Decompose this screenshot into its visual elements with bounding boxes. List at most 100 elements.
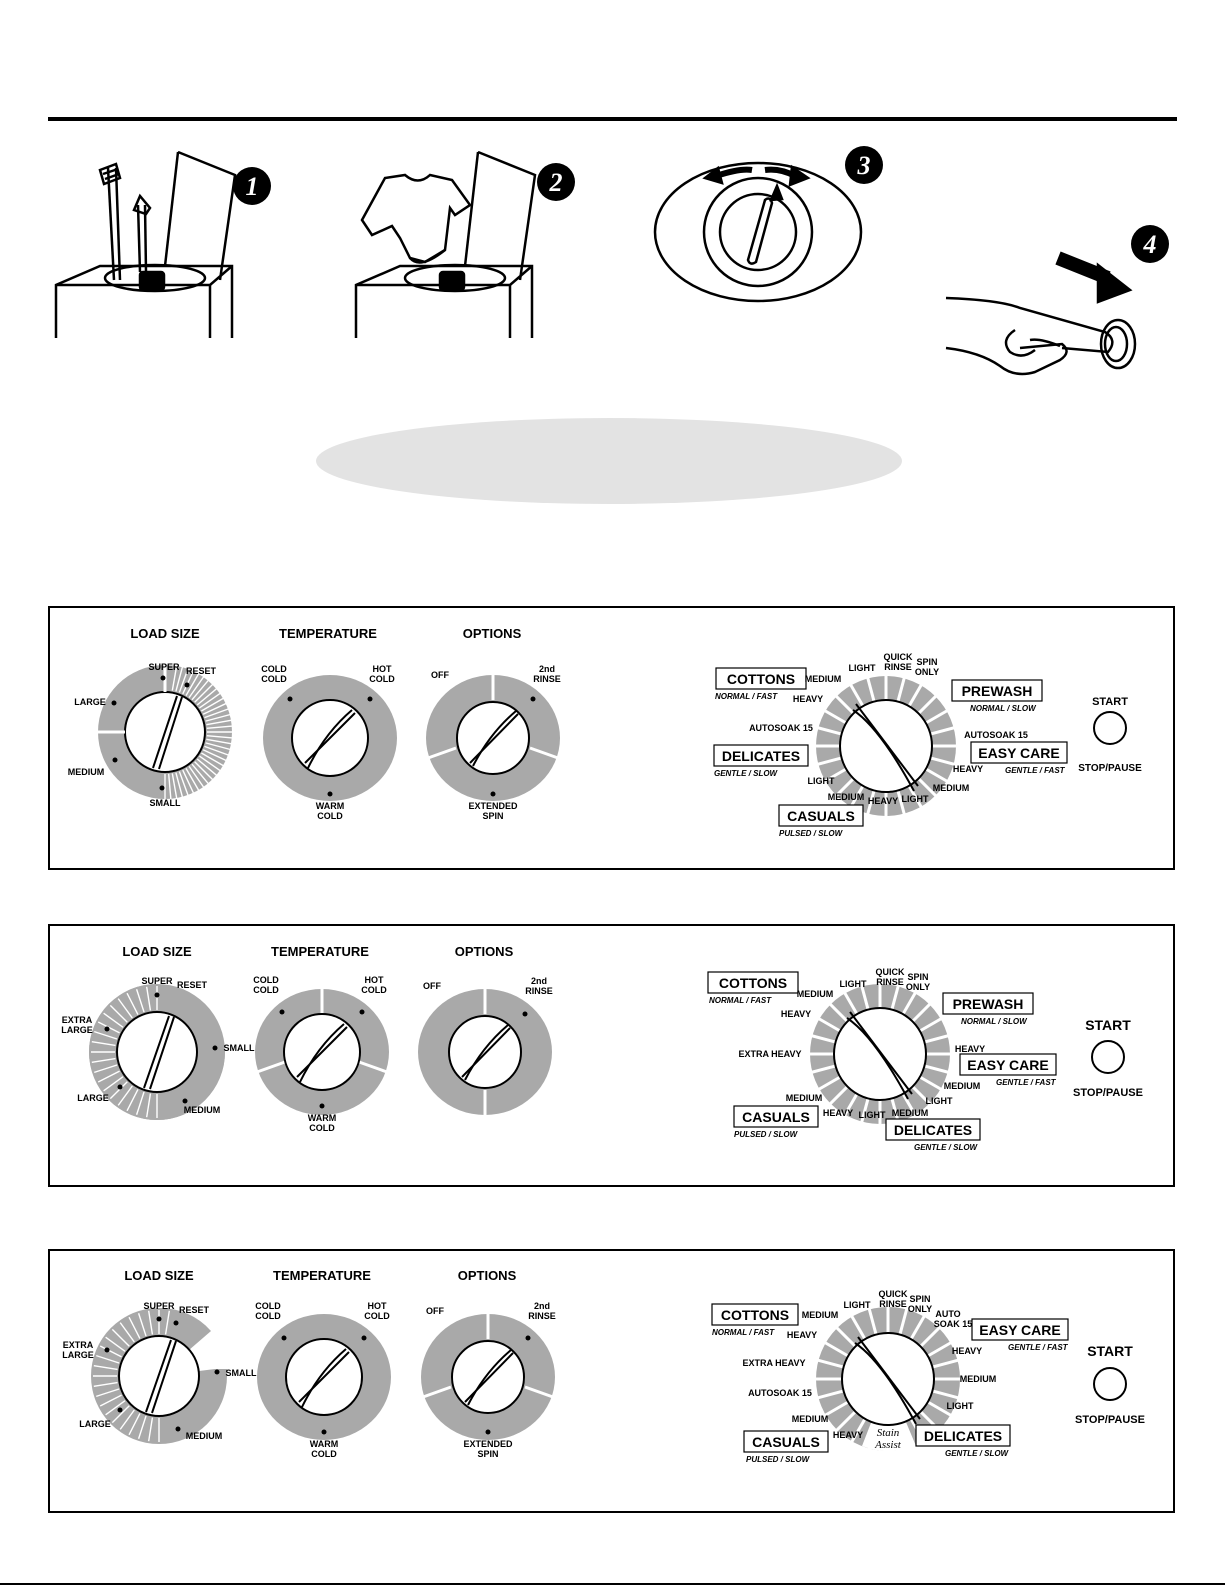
svg-text:EXTRA HEAVY: EXTRA HEAVY <box>742 1358 805 1368</box>
svg-text:GENTLE / SLOW: GENTLE / SLOW <box>945 1449 1010 1458</box>
start-stop-button[interactable]: START STOP/PAUSE <box>1075 1343 1145 1426</box>
cycle-group-casuals: CASUALS PULSED / SLOW <box>733 1105 819 1139</box>
svg-text:OFF: OFF <box>426 1306 444 1316</box>
svg-text:OPTIONS: OPTIONS <box>458 1268 517 1283</box>
tick-mark <box>164 1310 171 1335</box>
svg-text:RINSE: RINSE <box>879 1299 907 1309</box>
cycle-segments <box>814 1305 962 1453</box>
svg-text:COLD: COLD <box>255 1301 281 1311</box>
segment-divider <box>932 1358 960 1369</box>
svg-text:HEAVY: HEAVY <box>955 1044 985 1054</box>
tick-mark <box>182 769 197 798</box>
cycle-dial[interactable] <box>808 982 952 1126</box>
cycle-group-easy-care: EASY CARE GENTLE / FAST <box>970 741 1068 775</box>
temperature-dial[interactable]: TEMPERATURE COLD COLD HOT COLD WARM COLD <box>261 626 397 821</box>
tick-mark <box>103 1012 124 1028</box>
options-dial[interactable]: OPTIONS OFF 2nd RINSE EXTENDED SPIN <box>426 626 561 821</box>
tick-mark <box>111 1405 130 1424</box>
tick-mark <box>147 1310 154 1335</box>
svg-text:START: START <box>1087 1343 1133 1359</box>
svg-text:RESET: RESET <box>179 1305 210 1315</box>
cycle-group-prewash: PREWASH NORMAL / SLOW <box>951 679 1043 713</box>
cycle-dial[interactable] <box>814 674 958 818</box>
segment-divider <box>867 1423 878 1451</box>
svg-text:LOAD SIZE: LOAD SIZE <box>122 944 192 959</box>
segment-divider <box>834 694 855 715</box>
svg-text:PREWASH: PREWASH <box>953 996 1024 1012</box>
segment-divider <box>911 1002 932 1023</box>
svg-text:WARM: WARM <box>316 801 345 811</box>
load-size-fine-ticks <box>91 986 158 1118</box>
svg-text:TEMPERATURE: TEMPERATURE <box>273 1268 371 1283</box>
start-stop-button[interactable]: START STOP/PAUSE <box>1078 696 1142 774</box>
svg-text:AUTOSOAK 15: AUTOSOAK 15 <box>749 723 813 733</box>
svg-text:LOAD SIZE: LOAD SIZE <box>124 1268 194 1283</box>
tick-mark <box>206 718 237 726</box>
start-stop-button[interactable]: START STOP/PAUSE <box>1073 1017 1143 1099</box>
tick-mark <box>194 761 217 784</box>
tick-mark <box>199 690 225 709</box>
segment-divider <box>930 725 956 736</box>
svg-text:DELICATES: DELICATES <box>722 748 800 764</box>
segment-divider <box>848 682 865 707</box>
tick-mark <box>191 763 212 788</box>
tick-mark <box>128 1316 141 1339</box>
load-size-dial[interactable]: LOAD SIZE EXTRA LARGE SUPER RESET SMALL … <box>61 944 255 1120</box>
options-dial[interactable]: OPTIONS OFF 2nd RINSE EXTENDED SPIN <box>421 1268 556 1459</box>
svg-text:2nd: 2nd <box>534 1301 550 1311</box>
svg-text:HEAVY: HEAVY <box>793 694 823 704</box>
svg-text:NORMAL / SLOW: NORMAL / SLOW <box>961 1017 1028 1026</box>
load-size-dial[interactable]: LOAD SIZE LARGE SUPER RESET MEDIUM SMALL <box>68 626 237 808</box>
tick-mark <box>178 771 191 800</box>
cycle-labels: MEDIUM LIGHT QUICK RINSE SPIN ONLY HEAVY… <box>738 967 985 1120</box>
svg-text:RINSE: RINSE <box>884 662 912 672</box>
step-2-badge: 2 <box>537 163 575 201</box>
svg-text:SUPER: SUPER <box>143 1301 175 1311</box>
svg-text:QUICK: QUICK <box>884 652 914 662</box>
svg-text:MEDIUM: MEDIUM <box>802 1310 839 1320</box>
tick-mark <box>202 749 231 764</box>
temperature-dial[interactable]: TEMPERATURE COLD COLD HOT COLD WARM COLD <box>255 1268 391 1459</box>
tick-mark <box>137 1313 147 1337</box>
svg-text:MEDIUM: MEDIUM <box>184 1105 221 1115</box>
cycle-group-casuals: CASUALS PULSED / SLOW <box>743 1430 829 1464</box>
segment-divider <box>919 1325 942 1348</box>
svg-text:EASY CARE: EASY CARE <box>978 745 1059 761</box>
step-1-badge: 1 <box>233 167 271 205</box>
svg-text:EXTENDED: EXTENDED <box>463 1439 513 1449</box>
svg-text:RINSE: RINSE <box>876 977 904 987</box>
segment-divider <box>919 1016 944 1033</box>
tick-mark <box>201 752 228 769</box>
svg-text:COTTONS: COTTONS <box>727 671 795 687</box>
segment-divider <box>917 694 938 715</box>
svg-text:COLD: COLD <box>255 1311 281 1321</box>
svg-text:HOT: HOT <box>365 975 385 985</box>
svg-text:LARGE: LARGE <box>77 1093 109 1103</box>
temperature-dial[interactable]: TEMPERATURE COLD COLD HOT COLD WARM COLD <box>253 944 389 1133</box>
gray-oval-banner <box>316 418 902 504</box>
svg-text:2nd: 2nd <box>539 664 555 674</box>
tick-mark <box>97 1070 120 1083</box>
cycle-group-easy-care: EASY CARE GENTLE / FAST <box>971 1318 1069 1352</box>
svg-text:STOP/PAUSE: STOP/PAUSE <box>1075 1414 1145 1426</box>
cycle-group-cottons: COTTONS NORMAL / FAST <box>715 667 807 701</box>
tick-mark <box>206 738 237 746</box>
segment-divider <box>822 708 847 725</box>
segment-divider <box>810 1033 836 1044</box>
load-size-dial[interactable]: LOAD SIZE EXTRA LARGE SUPER RESET SMALL … <box>62 1268 257 1444</box>
svg-text:HEAVY: HEAVY <box>781 1009 811 1019</box>
options-dial[interactable]: OPTIONS OFF 2nd RINSE <box>418 944 553 1115</box>
svg-text:LARGE: LARGE <box>61 1025 93 1035</box>
svg-text:SPIN: SPIN <box>477 1449 498 1459</box>
svg-text:LARGE: LARGE <box>62 1350 94 1360</box>
svg-text:DELICATES: DELICATES <box>924 1428 1002 1444</box>
segment-divider <box>927 1340 953 1358</box>
segment-divider <box>849 1314 867 1340</box>
svg-text:HEAVY: HEAVY <box>953 764 983 774</box>
cycle-dial[interactable] <box>814 1305 962 1453</box>
svg-text:LIGHT: LIGHT <box>926 1096 953 1106</box>
tick-mark <box>119 1409 135 1430</box>
svg-text:ONLY: ONLY <box>915 667 939 677</box>
segment-divider <box>925 767 950 784</box>
svg-text:GENTLE / SLOW: GENTLE / SLOW <box>914 1143 979 1152</box>
